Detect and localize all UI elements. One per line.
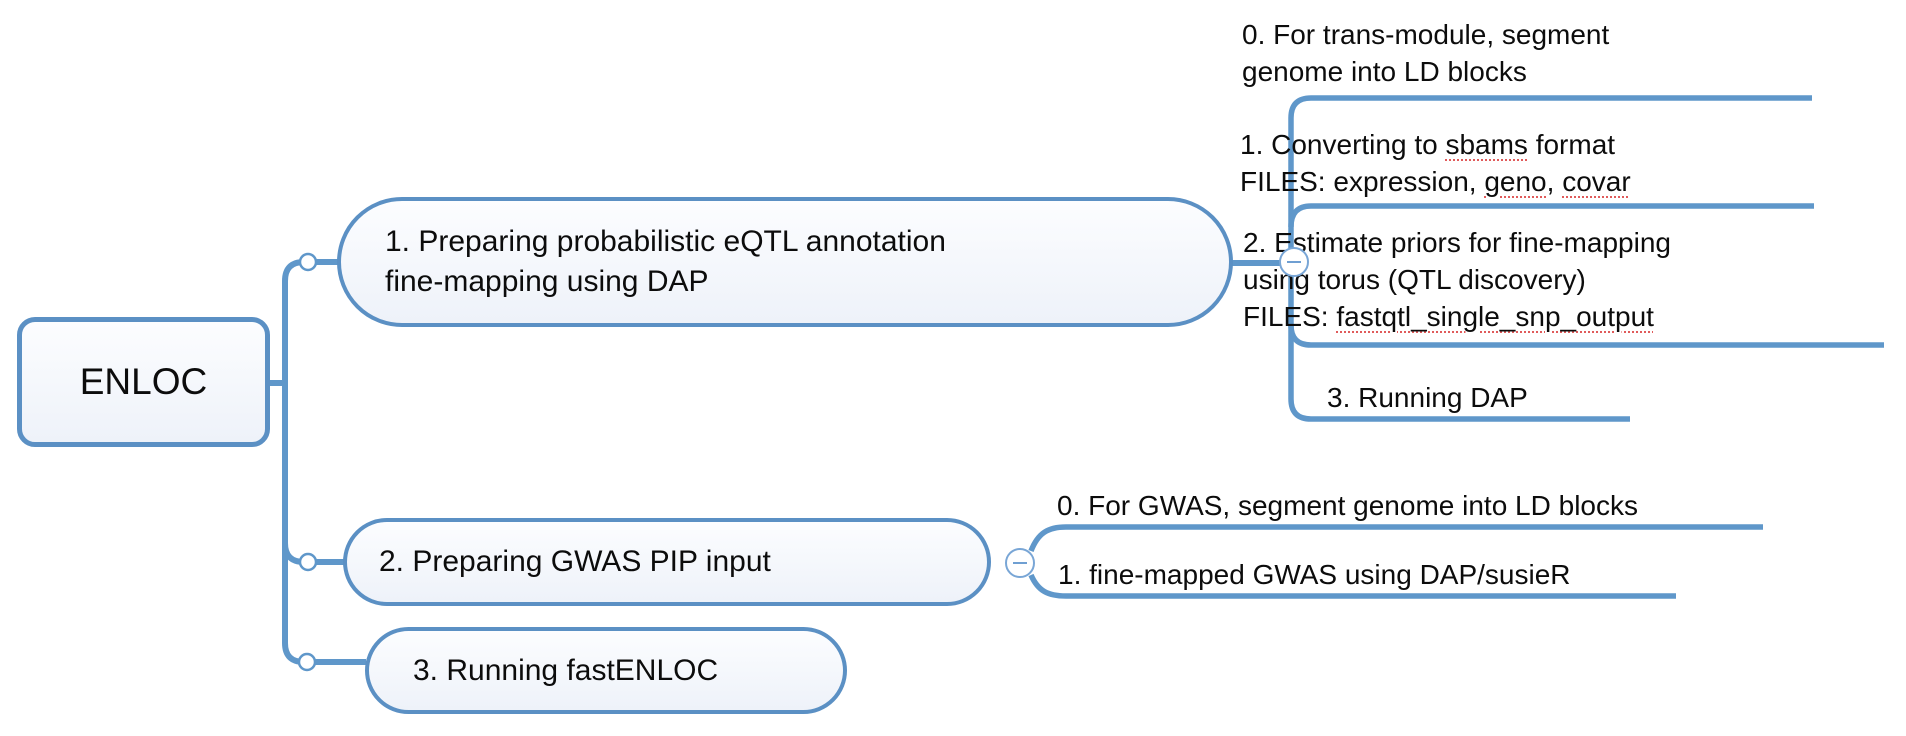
node-root-label: ENLOC [79,361,208,402]
branch2-handle-dot[interactable] [298,552,318,572]
node-branch2-child1[interactable]: 1. fine-mapped GWAS using DAP/susieR [1058,556,1571,593]
subnode-text-line: FILES: expression, geno, covar [1240,163,1631,200]
text-segment: , [1546,166,1563,197]
node-branch2-child0[interactable]: 0. For GWAS, segment genome into LD bloc… [1057,487,1638,524]
connector-branch1-child1-line [1288,203,1814,228]
node-branch1[interactable]: 1. Preparing probabilistic eQTL annotati… [337,197,1233,327]
text-segment-misspelled: covar [1562,166,1631,197]
subnode-text-line: 0. For GWAS, segment genome into LD bloc… [1057,490,1638,521]
subnode-text-line: 2. Estimate priors for fine-mapping [1243,227,1671,258]
node-branch3[interactable]: 3. Running fastENLOC [365,627,847,714]
node-branch1-child3[interactable]: 3. Running DAP [1327,379,1528,416]
node-branch1-child1[interactable]: 1. Converting to sbams format FILES: exp… [1240,126,1631,200]
text-segment: FILES: [1243,301,1337,332]
connector-branch2-child0-line [1028,524,1763,553]
text-segment: FILES: expression, [1240,166,1485,197]
text-segment-misspelled: sbams [1445,129,1528,160]
subnode-text-line: genome into LD blocks [1242,56,1527,87]
subnode-text-line: 0. For trans-module, segment [1242,19,1610,50]
subnode-text-line: 3. Running DAP [1327,382,1528,413]
node-branch3-label: 3. Running fastENLOC [413,653,719,687]
subnode-text-line: 1. Converting to sbams format [1240,126,1631,163]
text-segment: format [1527,129,1616,160]
connector-branch2-child1-line [1028,573,1676,599]
subnode-text-line: FILES: fastqtl_single_snp_output [1243,298,1671,335]
branch2-collapse-button[interactable] [1005,548,1035,578]
connector-branch1-child2-line [1288,324,1884,348]
connector-root-trunk [282,259,366,665]
minus-icon [1287,261,1301,263]
text-segment-misspelled: geno [1484,166,1547,197]
branch3-handle-dot[interactable] [297,652,317,672]
text-segment-misspelled: fastqtl_single_snp_output [1336,301,1654,332]
node-branch1-label-line2: fine-mapping using DAP [385,265,709,298]
text-segment: 1. Converting to [1240,129,1446,160]
branch1-handle-dot[interactable] [298,252,318,272]
node-branch1-child0[interactable]: 0. For trans-module, segment genome into… [1242,16,1609,90]
subnode-text-line: 1. fine-mapped GWAS using DAP/susieR [1058,559,1571,590]
minus-icon [1013,562,1027,564]
node-branch1-child2[interactable]: 2. Estimate priors for fine-mapping usin… [1243,224,1671,335]
node-root[interactable]: ENLOC [17,317,270,447]
node-branch1-label-line1: 1. Preparing probabilistic eQTL annotati… [385,225,946,258]
node-branch2-label: 2. Preparing GWAS PIP input [379,545,771,578]
branch1-collapse-button[interactable] [1279,247,1309,277]
node-branch2[interactable]: 2. Preparing GWAS PIP input [343,518,991,606]
